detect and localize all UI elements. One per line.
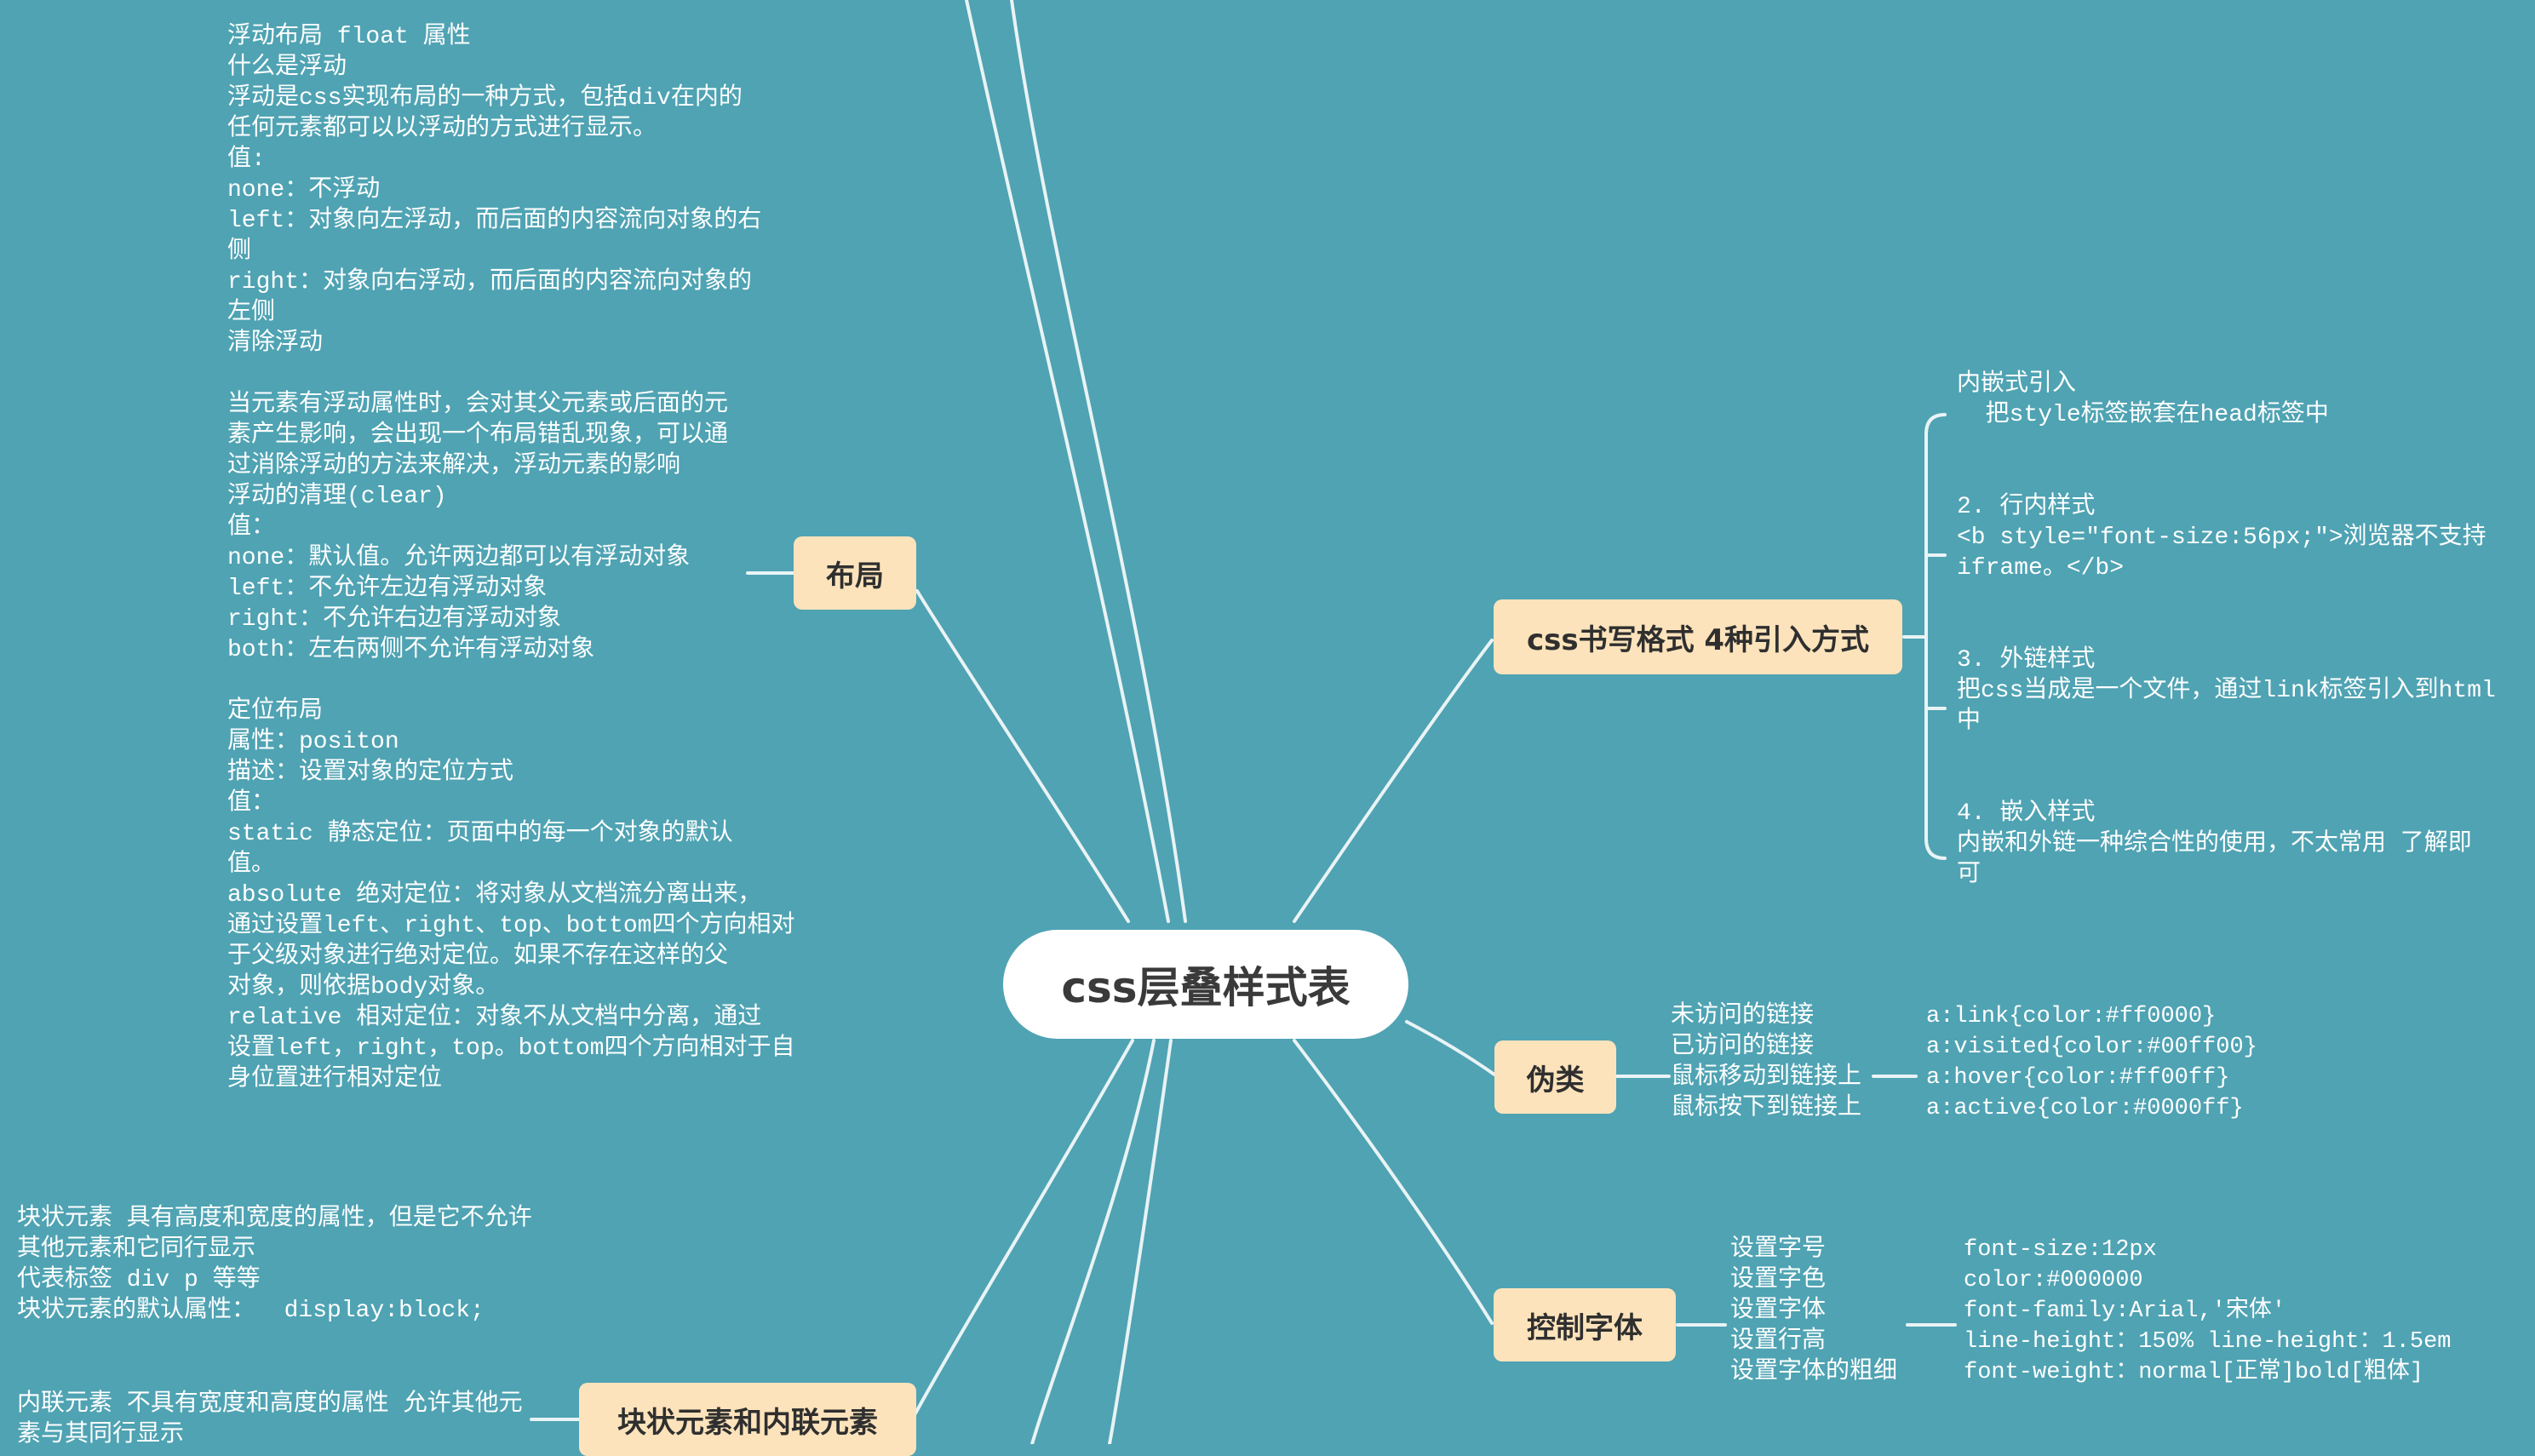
connector-font (1293, 1039, 1494, 1325)
topic-layout[interactable]: 布局 (794, 536, 916, 610)
topic-css-format[interactable]: css书写格式 4种引入方式 (1494, 599, 1902, 674)
central-topic[interactable]: css层叠样式表 (1003, 930, 1408, 1039)
topic-block-inline[interactable]: 块状元素和内联元素 (579, 1383, 916, 1456)
css-format-item-external: 3. 外链样式 把css当成是一个文件，通过link标签引入到html 中 (1957, 647, 2496, 735)
pseudo-values: a:link{color:#ff0000} a:visited{color:#0… (1926, 1004, 2257, 1121)
bracket-css-format (1924, 413, 1947, 860)
css-format-item-inline-style: 2. 行内样式 <b style="font-size:56px;">浏览器不支… (1957, 494, 2486, 582)
font-values: font-size:12px color:#000000 font-family… (1964, 1237, 2452, 1385)
pseudo-labels: 未访问的链接 已访问的链接 鼠标移动到链接上 鼠标按下到链接上 (1671, 1003, 1862, 1121)
font-labels: 设置字号 设置字色 设置字体 设置行高 设置字体的粗细 (1730, 1236, 1898, 1385)
block-element-note: 块状元素 具有高度和宽度的属性，但是它不允许 其他元素和它同行显示 代表标签 d… (17, 1206, 532, 1324)
topic-font[interactable]: 控制字体 (1494, 1288, 1676, 1361)
connector-css-format (1293, 639, 1494, 923)
layout-note-position: 定位布局 属性：positon 描述：设置对象的定位方式 值： static 静… (227, 698, 795, 1092)
layout-note-float: 浮动布局 float 属性 什么是浮动 浮动是css实现布局的一种方式，包括di… (227, 24, 762, 357)
connector-offscreen-bottom-1 (1030, 1039, 1156, 1444)
css-format-item-embedded: 内嵌式引入 把style标签嵌套在head标签中 (1957, 371, 2329, 428)
layout-note-clear: 当元素有浮动属性时，会对其父元素或后面的元 素产生影响，会出现一个布局错乱现象，… (227, 392, 729, 663)
inline-element-note: 内联元素 不具有宽度和高度的属性 允许其他元 素与其同行显示 (17, 1391, 523, 1448)
connector-offscreen-top-1 (965, 0, 1170, 923)
connector-offscreen-bottom-2 (1108, 1039, 1173, 1444)
connector-layout (915, 589, 1130, 923)
connector-block-inline (914, 1039, 1134, 1415)
connector-pseudo (1405, 1020, 1496, 1076)
connector-offscreen-top-2 (1010, 0, 1187, 923)
css-format-item-mixed: 4. 嵌入样式 内嵌和外链一种综合性的使用，不太常用 了解即 可 (1957, 800, 2472, 888)
topic-pseudo[interactable]: 伪类 (1494, 1040, 1616, 1114)
